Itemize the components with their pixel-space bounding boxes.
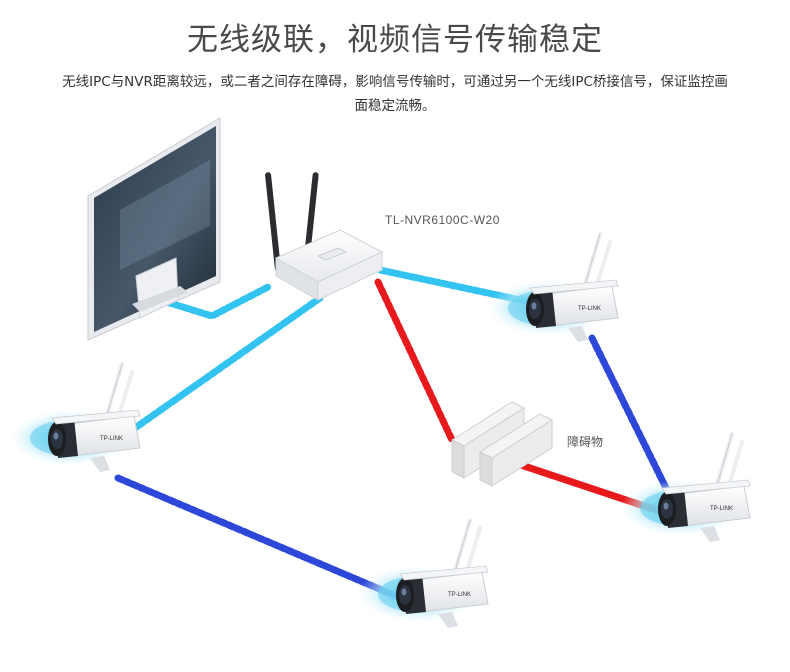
nvr-icon bbox=[265, 172, 384, 301]
obstacle-wall bbox=[450, 401, 554, 487]
link-cam-right-top-cam-right-bottom bbox=[588, 334, 672, 496]
camera-right-top-icon: TP-LINK bbox=[486, 232, 620, 344]
camera-brand-label: TP-LINK bbox=[448, 592, 471, 598]
camera-brand-label: TP-LINK bbox=[578, 306, 601, 312]
camera-right-bottom-icon: TP-LINK bbox=[618, 432, 752, 544]
link-cam-left-cam-bottom bbox=[114, 474, 414, 606]
page-title: 无线级联，视频信号传输稳定 bbox=[187, 22, 603, 58]
link-nvr-cam-left bbox=[114, 294, 324, 444]
camera-left-icon: TP-LINK bbox=[8, 362, 142, 474]
monitor-icon bbox=[87, 117, 221, 341]
camera-brand-label: TP-LINK bbox=[710, 506, 733, 512]
link-nvr-obstacle bbox=[374, 278, 456, 444]
description-text: 无线IPC与NVR距离较远，或二者之间存在障碍，影响信号传输时，可通过另一个无线… bbox=[62, 74, 728, 114]
camera-bottom-icon: TP-LINK bbox=[356, 518, 490, 630]
nvr-model-label: TL-NVR6100C-W20 bbox=[385, 213, 500, 227]
link-monitor-nvr bbox=[156, 282, 274, 320]
obstacle-label: 障碍物 bbox=[567, 435, 604, 449]
camera-brand-label: TP-LINK bbox=[100, 436, 123, 442]
